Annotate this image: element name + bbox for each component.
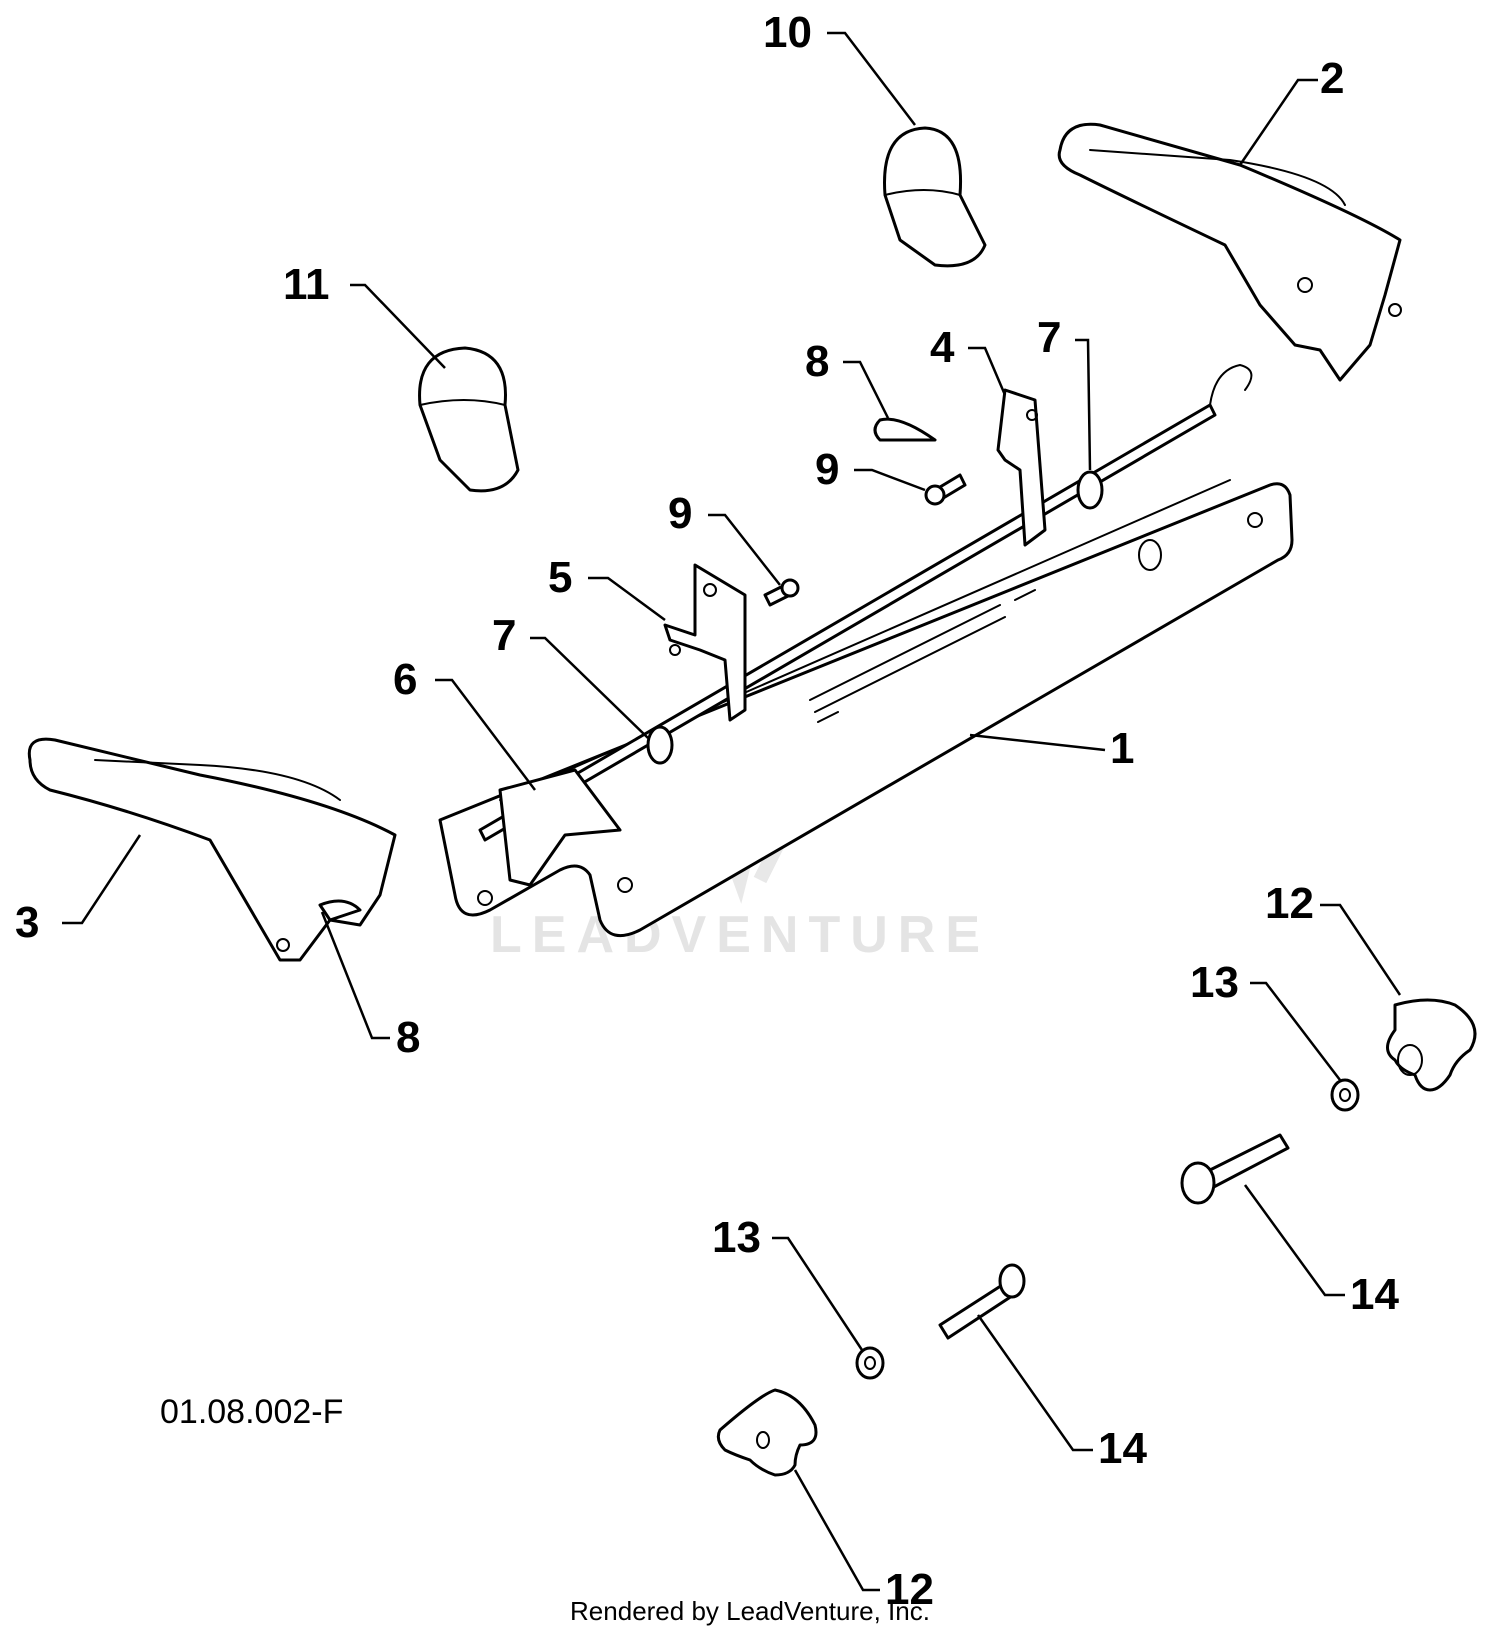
leader-5: [588, 576, 666, 622]
leader-9-upper: [854, 468, 926, 492]
leader-2: [1238, 78, 1318, 166]
callout-14-right: 14: [1350, 1270, 1399, 1319]
part-star-knob-right: [1386, 998, 1477, 1092]
callout-2: 2: [1320, 54, 1344, 103]
leader-12-lower: [793, 1469, 880, 1592]
leader-4: [968, 346, 1007, 396]
callout-12-right: 12: [1265, 879, 1314, 928]
part-washer-right: [1330, 1078, 1360, 1112]
leader-9-lower: [708, 513, 781, 586]
part-bracket-right: [996, 388, 1047, 547]
leader-3: [62, 834, 142, 925]
callout-labels: 1 2 3 4 5 6 7 7 8 8 9 9 10 11 12 12 13 1…: [15, 8, 1399, 1614]
leader-12-right: [1320, 903, 1402, 996]
leader-8-upper: [843, 360, 890, 419]
part-arm: [498, 768, 622, 887]
leader-11: [350, 283, 446, 369]
leader-14-right: [1243, 1184, 1345, 1297]
part-mounting-plate: [438, 479, 1294, 938]
callout-6: 6: [393, 655, 417, 704]
leader-7-lower: [530, 636, 649, 739]
part-star-knob-lower: [716, 1388, 818, 1477]
leader-lines: [62, 31, 1402, 1592]
part-collar-upper: [1076, 470, 1104, 510]
part-lever-right: [1057, 122, 1402, 382]
leader-13-lower: [772, 1236, 864, 1351]
leader-14-lower: [976, 1314, 1093, 1452]
callout-13-lower: 13: [712, 1213, 761, 1262]
part-lever-left: [27, 737, 397, 962]
leader-6: [435, 678, 536, 791]
leader-10: [827, 31, 916, 126]
callout-3: 3: [15, 898, 39, 947]
callout-13-right: 13: [1190, 958, 1239, 1007]
leader-8-lower: [320, 911, 390, 1040]
part-carriage-bolt-right: [1180, 1133, 1290, 1205]
callout-7-upper: 7: [1037, 313, 1061, 362]
callout-8-lower: 8: [396, 1013, 420, 1062]
part-collar-lower: [646, 725, 674, 765]
callout-4: 4: [930, 323, 955, 372]
watermark-text: LEADVENTURE: [490, 906, 990, 964]
callout-7-lower: 7: [492, 611, 516, 660]
callout-9-lower: 9: [668, 489, 692, 538]
leader-13-right: [1250, 981, 1341, 1081]
part-knob-lower: [418, 346, 520, 493]
callout-1: 1: [1110, 724, 1134, 773]
part-bracket-left: [663, 563, 747, 722]
part-bolt-upper: [924, 473, 967, 506]
leader-1: [969, 733, 1106, 752]
callout-5: 5: [548, 553, 572, 602]
diagram-code: 01.08.002-F: [160, 1393, 343, 1431]
part-knob-upper: [883, 126, 987, 268]
part-cotter-pin-lower: [318, 899, 362, 922]
callout-14-lower: 14: [1098, 1424, 1147, 1473]
callout-11: 11: [283, 260, 330, 309]
callout-12-lower: 12: [885, 1565, 934, 1614]
callout-10: 10: [763, 8, 812, 57]
leader-7-upper: [1075, 338, 1092, 471]
part-carriage-bolt-lower: [938, 1263, 1026, 1340]
callout-9-upper: 9: [815, 445, 839, 494]
part-bolt-lower: [763, 578, 800, 607]
part-cotter-pin-upper: [873, 417, 937, 442]
callout-8-upper: 8: [805, 337, 829, 386]
part-washer-lower: [855, 1346, 885, 1380]
credit-text: Rendered by LeadVenture, Inc.: [570, 1596, 930, 1626]
